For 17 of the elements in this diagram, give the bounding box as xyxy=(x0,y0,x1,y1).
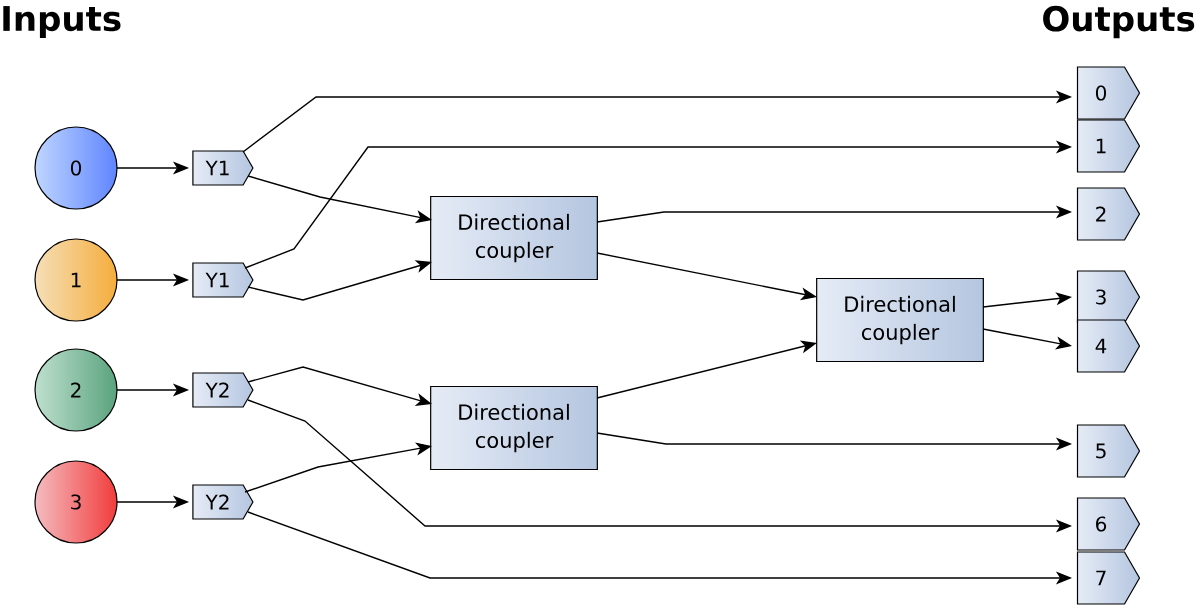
output-port: 3 xyxy=(1076,270,1141,324)
coupler-box: Directional coupler xyxy=(430,195,598,281)
splitter-box: Y2 xyxy=(192,484,254,520)
splitter-box: Y1 xyxy=(192,262,254,298)
output-port: 6 xyxy=(1076,497,1141,551)
heading: Inputs xyxy=(3,6,121,38)
heading: Outputs xyxy=(1043,5,1195,39)
output-port: 1 xyxy=(1076,119,1141,173)
output-port: 7 xyxy=(1076,551,1141,605)
splitter-box: Y2 xyxy=(192,372,254,408)
output-port: 2 xyxy=(1076,187,1141,241)
output-port: 5 xyxy=(1076,424,1141,478)
coupler-box: Directional coupler xyxy=(430,385,598,471)
output-port: 4 xyxy=(1076,319,1141,373)
splitter-box: Y1 xyxy=(192,150,254,186)
coupler-box: Directional coupler xyxy=(816,277,984,363)
output-port: 0 xyxy=(1076,66,1141,120)
